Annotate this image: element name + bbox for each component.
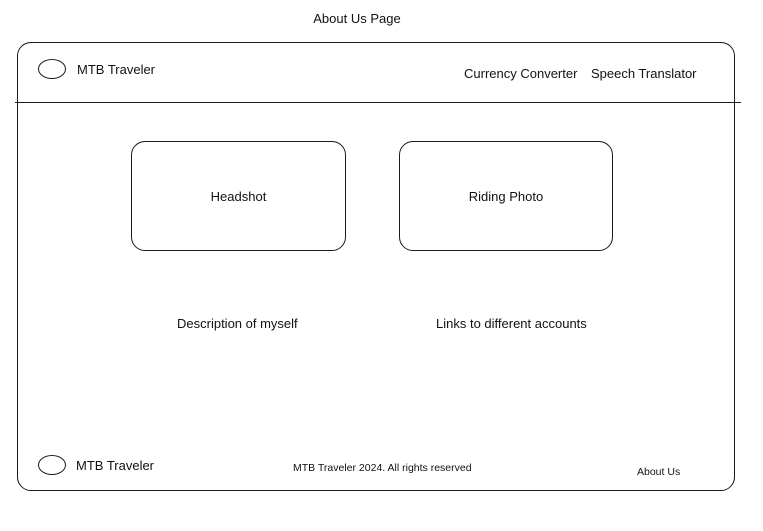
header-brand[interactable]: MTB Traveler [77, 62, 156, 77]
footer-brand[interactable]: MTB Traveler [76, 458, 155, 473]
riding-photo-label: Riding Photo [468, 188, 544, 204]
headshot-image: Headshot [131, 141, 346, 251]
page-caption: About Us Page [313, 11, 401, 26]
footer-logo-icon[interactable] [38, 455, 66, 475]
header-divider [15, 102, 741, 103]
page-frame [17, 42, 735, 491]
logo-icon[interactable] [38, 59, 66, 79]
footer-copyright: MTB Traveler 2024. All rights reserved [293, 462, 472, 474]
account-links[interactable]: Links to different accounts [436, 316, 587, 331]
nav-currency-converter[interactable]: Currency Converter [464, 66, 578, 81]
riding-photo-image: Riding Photo [399, 141, 613, 251]
headshot-label: Headshot [210, 188, 267, 204]
description-text: Description of myself [177, 316, 298, 331]
footer-about-link[interactable]: About Us [637, 466, 681, 478]
nav-speech-translator[interactable]: Speech Translator [591, 66, 697, 81]
